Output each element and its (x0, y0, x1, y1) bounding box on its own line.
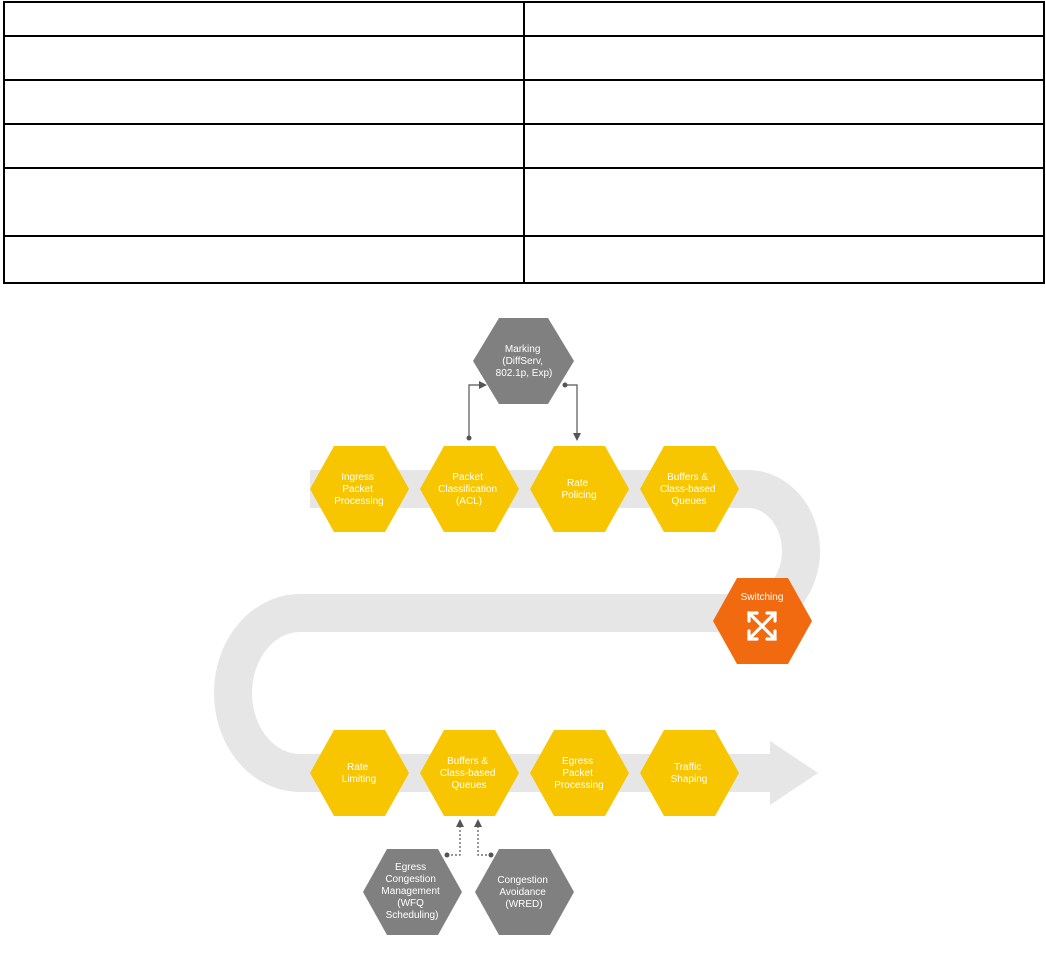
congestion-management-node: Egress Congestion Management (WFQ Schedu… (363, 849, 462, 935)
congestion-avoidance-node: Congestion Avoidance (WRED) (475, 849, 574, 935)
aux-label: Congestion Avoidance (WRED) (497, 875, 550, 910)
stage-label: Buffers & Class-based Queues (440, 756, 498, 791)
stage-hexagon (420, 730, 519, 816)
table-cell (523, 79, 1045, 125)
table-cell (3, 123, 525, 169)
table-cell (3, 35, 525, 81)
connectors (444, 381, 581, 858)
aux-label: Egress Congestion Management (WFQ Schedu… (381, 862, 442, 921)
congestion-management-to-queues-connector (447, 819, 464, 856)
table-cell (523, 235, 1045, 284)
stage-hexagon (530, 446, 629, 532)
switching-label: Switching (741, 592, 784, 603)
four-way-arrows-icon (747, 611, 777, 641)
table-cell (523, 1, 1045, 37)
congestion-avoidance-to-queues-connector (474, 819, 491, 856)
marking-node: Marking (DiffServ, 802.1p, Exp) (473, 318, 574, 404)
switching-hexagon (713, 578, 812, 664)
empty-table (3, 1, 1045, 284)
table-header-row (3, 1, 1045, 37)
stage-label: Buffers & Class-based Queues (660, 472, 718, 507)
table-row (3, 35, 1045, 81)
aux-hexagon (475, 849, 574, 935)
stage-label: Rate Policing (561, 478, 596, 501)
table-cell (3, 235, 525, 284)
table-cell (523, 35, 1045, 81)
stage-hexagon (310, 446, 409, 532)
table-cell (3, 167, 525, 237)
connector-dot (444, 852, 450, 858)
stage-label: Ingress Packet Processing (334, 472, 383, 507)
table-cell (3, 1, 525, 37)
table-row (3, 235, 1045, 284)
ingress-packet-processing-node: Ingress Packet Processing (310, 446, 409, 532)
stage-hexagon (640, 730, 739, 816)
table-cell (3, 79, 525, 125)
egress-packet-processing-node: Egress Packet Processing (530, 730, 629, 816)
stage-label: Packet Classification (ACL) (438, 472, 500, 507)
stage-hexagon (530, 730, 629, 816)
table-row (3, 167, 1045, 237)
stage-label: Egress Packet Processing (554, 756, 603, 791)
rate-limiting-node: Rate Limiting (310, 730, 409, 816)
ingress-buffers-queues-node: Buffers & Class-based Queues (640, 446, 739, 532)
aux-hexagon (363, 849, 462, 935)
traffic-shaping-node: Traffic Shaping (640, 730, 739, 816)
table-cell (523, 167, 1045, 237)
table-cell (523, 123, 1045, 169)
flow-arrow-head (770, 741, 818, 805)
flow-path-track (214, 470, 820, 792)
flow-path (214, 470, 820, 805)
stage-hexagon (420, 446, 519, 532)
stage-label: Rate Limiting (342, 762, 376, 785)
marking-label: Marking (DiffServ, 802.1p, Exp) (496, 344, 553, 379)
packet-classification-node: Packet Classification (ACL) (420, 446, 519, 532)
stage-hexagon (310, 730, 409, 816)
stage-label: Traffic Shaping (671, 762, 708, 785)
switching-node: Switching (713, 578, 812, 664)
marking-hexagon (473, 318, 574, 404)
connector-dot (562, 382, 568, 388)
stage-hexagon (640, 446, 739, 532)
egress-buffers-queues-node: Buffers & Class-based Queues (420, 730, 519, 816)
classification-to-marking-connector (468, 381, 487, 438)
connector-dot (466, 435, 472, 441)
table-row (3, 79, 1045, 125)
table-row (3, 123, 1045, 169)
connector-dot (488, 852, 494, 858)
marking-to-policing-connector (565, 384, 581, 441)
rate-policing-node: Rate Policing (530, 446, 629, 532)
